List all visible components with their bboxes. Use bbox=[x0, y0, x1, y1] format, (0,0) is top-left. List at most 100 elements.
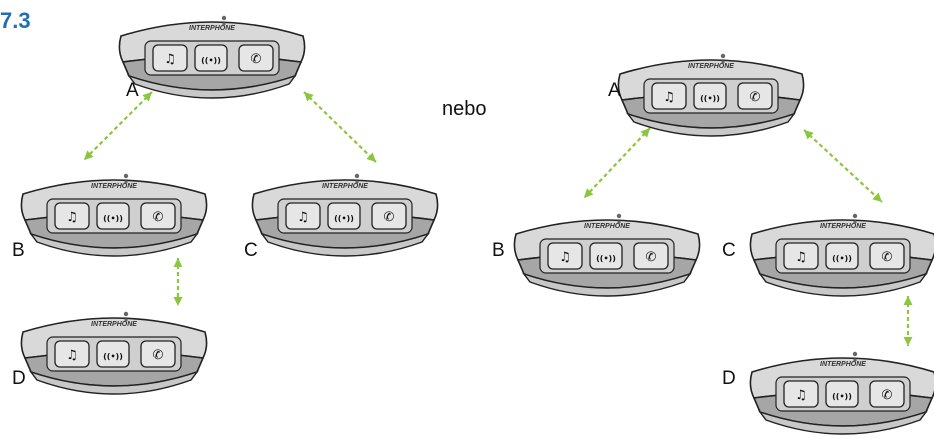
arrowhead-icon bbox=[640, 128, 650, 138]
phone-button[interactable]: ✆ bbox=[869, 242, 905, 270]
mic-icon bbox=[852, 351, 858, 357]
brand-logo: INTERPHONE bbox=[91, 183, 137, 190]
intercom-waves-icon: ((•)) bbox=[103, 214, 123, 223]
phone-button[interactable]: ✆ bbox=[140, 340, 176, 368]
link-right-a-c bbox=[803, 129, 883, 203]
music-note-icon: ♫ bbox=[663, 90, 675, 105]
phone-icon: ✆ bbox=[646, 250, 657, 265]
arrowhead-icon bbox=[173, 297, 183, 306]
music-button[interactable]: ♫ bbox=[783, 380, 819, 408]
phone-button[interactable]: ✆ bbox=[737, 82, 773, 110]
link-left-a-c bbox=[303, 91, 377, 163]
intercom-waves-icon: ((•)) bbox=[832, 392, 852, 401]
brand-logo: INTERPHONE bbox=[91, 321, 137, 328]
phone-button[interactable]: ✆ bbox=[238, 44, 274, 72]
brand-logo: INTERPHONE bbox=[584, 223, 630, 230]
phone-icon: ✆ bbox=[750, 90, 761, 105]
section-number: 7.3 bbox=[0, 8, 31, 33]
music-button[interactable]: ♫ bbox=[54, 340, 90, 368]
phone-icon: ✆ bbox=[882, 250, 893, 265]
phone-icon: ✆ bbox=[153, 348, 164, 363]
music-button[interactable]: ♫ bbox=[285, 202, 321, 230]
music-note-icon: ♫ bbox=[66, 348, 78, 363]
intercom-waves-icon: ((•)) bbox=[700, 94, 720, 103]
intercom-button[interactable]: ((•)) bbox=[825, 242, 859, 270]
node-label-right-c: C bbox=[722, 240, 736, 261]
mic-icon bbox=[123, 173, 129, 179]
phone-button[interactable]: ✆ bbox=[371, 202, 407, 230]
music-note-icon: ♫ bbox=[66, 210, 78, 225]
music-button[interactable]: ♫ bbox=[651, 82, 687, 110]
arrowhead-icon bbox=[804, 130, 814, 140]
headset-unit-c: INTERPHONE ♫ ((•)) ✆ bbox=[251, 173, 439, 257]
node-label-right-b: B bbox=[492, 240, 505, 261]
device-layer: INTERPHONE♫((•))✆INTERPHONE♫((•))✆INTERP… bbox=[20, 15, 934, 435]
phone-icon: ✆ bbox=[882, 388, 893, 403]
phone-icon: ✆ bbox=[251, 52, 262, 67]
music-button[interactable]: ♫ bbox=[783, 242, 819, 270]
headset-unit-d: INTERPHONE ♫ ((•)) ✆ bbox=[749, 351, 934, 435]
mic-icon bbox=[852, 213, 858, 219]
node-label-left-a: A bbox=[126, 80, 139, 101]
arrowhead-icon bbox=[84, 150, 94, 160]
arrowhead-icon bbox=[584, 188, 594, 198]
music-button[interactable]: ♫ bbox=[152, 44, 188, 72]
intercom-waves-icon: ((•)) bbox=[596, 254, 616, 263]
mic-icon bbox=[123, 311, 129, 317]
link-left-a-b bbox=[83, 91, 153, 161]
music-note-icon: ♫ bbox=[559, 250, 571, 265]
arrowhead-icon bbox=[142, 92, 152, 102]
intercom-waves-icon: ((•)) bbox=[103, 352, 123, 361]
mic-icon bbox=[221, 15, 227, 21]
link-left-b-d bbox=[173, 258, 183, 306]
music-note-icon: ♫ bbox=[164, 52, 176, 67]
arrowhead-icon bbox=[872, 192, 882, 202]
music-note-icon: ♫ bbox=[795, 388, 807, 403]
brand-logo: INTERPHONE bbox=[820, 223, 866, 230]
arrowhead-icon bbox=[366, 152, 376, 162]
arrowhead-icon bbox=[903, 337, 913, 346]
or-separator: nebo bbox=[442, 98, 487, 120]
intercom-button[interactable]: ((•)) bbox=[589, 242, 623, 270]
intercom-waves-icon: ((•)) bbox=[201, 56, 221, 65]
music-button[interactable]: ♫ bbox=[547, 242, 583, 270]
intercom-button[interactable]: ((•)) bbox=[825, 380, 859, 408]
intercom-button[interactable]: ((•)) bbox=[194, 44, 228, 72]
phone-button[interactable]: ✆ bbox=[633, 242, 669, 270]
link-right-a-b bbox=[583, 127, 651, 199]
mic-icon bbox=[616, 213, 622, 219]
brand-logo: INTERPHONE bbox=[189, 25, 235, 32]
phone-button[interactable]: ✆ bbox=[869, 380, 905, 408]
music-note-icon: ♫ bbox=[297, 210, 309, 225]
arrowhead-icon bbox=[173, 258, 183, 267]
headset-unit-d: INTERPHONE ♫ ((•)) ✆ bbox=[20, 311, 208, 395]
phone-button[interactable]: ✆ bbox=[140, 202, 176, 230]
mic-icon bbox=[354, 173, 360, 179]
headset-unit-c: INTERPHONE ♫ ((•)) ✆ bbox=[749, 213, 934, 297]
intercom-button[interactable]: ((•)) bbox=[327, 202, 361, 230]
mic-icon bbox=[720, 53, 726, 59]
arrowhead-icon bbox=[903, 296, 913, 305]
intercom-button[interactable]: ((•)) bbox=[693, 82, 727, 110]
phone-icon: ✆ bbox=[384, 210, 395, 225]
intercom-waves-icon: ((•)) bbox=[832, 254, 852, 263]
music-button[interactable]: ♫ bbox=[54, 202, 90, 230]
brand-logo: INTERPHONE bbox=[688, 63, 734, 70]
intercom-waves-icon: ((•)) bbox=[334, 214, 354, 223]
music-note-icon: ♫ bbox=[795, 250, 807, 265]
node-label-left-b: B bbox=[12, 240, 25, 261]
node-label-left-c: C bbox=[244, 240, 258, 261]
node-label-right-d: D bbox=[722, 368, 736, 389]
intercom-button[interactable]: ((•)) bbox=[96, 202, 130, 230]
headset-unit-b: INTERPHONE ♫ ((•)) ✆ bbox=[513, 213, 701, 297]
brand-logo: INTERPHONE bbox=[322, 183, 368, 190]
headset-unit-a: INTERPHONE ♫ ((•)) ✆ bbox=[118, 15, 306, 99]
phone-icon: ✆ bbox=[153, 210, 164, 225]
link-right-c-d bbox=[903, 296, 913, 346]
node-label-left-d: D bbox=[12, 368, 26, 389]
intercom-button[interactable]: ((•)) bbox=[96, 340, 130, 368]
arrowhead-icon bbox=[304, 92, 314, 102]
brand-logo: INTERPHONE bbox=[820, 361, 866, 368]
headset-unit-a: INTERPHONE ♫ ((•)) ✆ bbox=[617, 53, 805, 137]
node-label-right-a: A bbox=[608, 80, 621, 101]
